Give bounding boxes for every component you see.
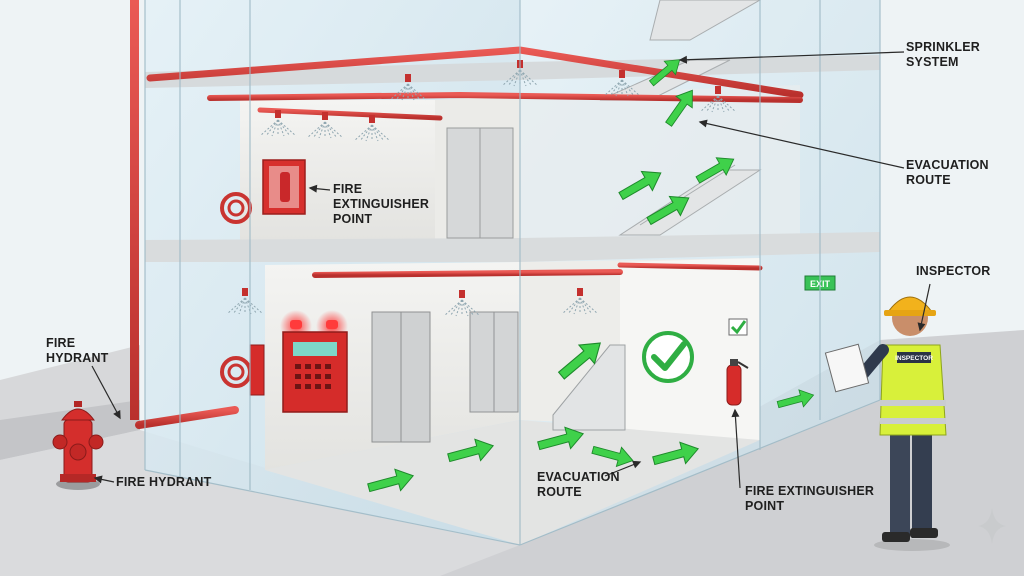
glass-frames	[144, 0, 881, 546]
fire-alarm-panel	[249, 310, 348, 413]
upper-stair-shaft	[520, 85, 800, 240]
leader-arrowhead	[678, 55, 688, 64]
checkmark-icon	[642, 331, 694, 383]
upper-elevator	[446, 127, 514, 239]
sprinkler-head-icon	[443, 290, 481, 317]
sparkle-icon	[978, 508, 1006, 544]
leader-arrowhead	[698, 119, 708, 128]
label-fire-extinguisher-point-upper: FIRE EXTINGUISHER POINT	[333, 182, 429, 227]
route-arrow-icon	[776, 389, 815, 409]
label-fire-hydrant-left: FIRE HYDRANT	[46, 336, 109, 366]
leader-arrowhead	[113, 410, 121, 420]
leader-arrowhead	[731, 408, 740, 418]
route-arrow-icon	[695, 157, 735, 184]
leader-line	[734, 409, 741, 489]
route-arrow-icon	[618, 170, 662, 201]
extinguisher-cabinet	[262, 159, 306, 215]
label-line: EXTINGUISHER	[333, 197, 430, 211]
callout-leader-lines	[91, 51, 931, 489]
lower-elevator-right	[469, 311, 519, 413]
label-fire-extinguisher-point-lower: FIRE EXTINGUISHER POINT	[745, 484, 874, 514]
label-evacuation-route-upper: EVACUATION ROUTE	[906, 158, 989, 188]
route-arrow-icon	[367, 468, 415, 493]
route-arrow-icon	[648, 59, 681, 87]
leader-arrowhead	[93, 475, 103, 484]
small-checkmark-icon	[728, 318, 748, 336]
label-line: FIRE	[46, 336, 76, 350]
vest-label: INSPECTOR	[895, 355, 933, 362]
sprinkler-head-icon	[603, 70, 641, 97]
sprinkler-head-icon	[389, 74, 427, 101]
label-line: EVACUATION	[906, 158, 989, 172]
label-line: INSPECTOR	[916, 264, 991, 278]
route-arrow-icon	[591, 445, 634, 468]
standpipe-left	[130, 0, 139, 420]
route-arrow-icon	[665, 89, 693, 127]
leader-arrowhead	[308, 184, 318, 193]
label-line: SPRINKLER	[906, 40, 981, 54]
label-line: ROUTE	[537, 485, 582, 499]
lower-elevator-left	[371, 311, 431, 443]
sprinkler-head-icon	[353, 115, 391, 142]
sprinkler-head-icon	[306, 112, 344, 139]
leader-arrowhead	[917, 322, 926, 332]
label-line: FIRE EXTINGUISHER	[745, 484, 875, 498]
leader-line	[679, 51, 905, 61]
label-line: ROUTE	[906, 173, 951, 187]
label-sprinkler-system: SPRINKLER SYSTEM	[906, 40, 980, 70]
label-evacuation-route-lower: EVACUATION ROUTE	[537, 470, 620, 500]
label-line: POINT	[745, 499, 785, 513]
route-arrow-icon	[646, 195, 690, 226]
route-arrow-icon	[652, 441, 700, 466]
leader-line	[699, 121, 905, 169]
leader-line	[919, 283, 931, 331]
label-line: FIRE HYDRANT	[116, 475, 212, 489]
leader-arrowhead	[632, 460, 642, 469]
label-line: EVACUATION	[537, 470, 620, 484]
leader-line	[91, 365, 121, 419]
route-arrow-icon	[447, 438, 495, 463]
label-inspector: INSPECTOR	[916, 264, 991, 279]
sprinkler-head-icon	[259, 110, 297, 137]
sprinkler-head-icon	[561, 288, 599, 315]
second-floor-slab	[145, 232, 880, 262]
sprinkler-head-icon	[699, 86, 737, 113]
ground-floor-slab	[265, 420, 760, 545]
wall-extinguisher	[726, 359, 749, 406]
inspector-figure: INSPECTOR	[824, 296, 950, 551]
label-fire-hydrant-bottom: FIRE HYDRANT	[116, 475, 211, 490]
fire-hydrant	[52, 401, 104, 490]
route-arrow-icon	[557, 342, 601, 380]
label-line: SYSTEM	[906, 55, 959, 69]
sprinkler-heads	[226, 60, 737, 317]
label-line: FIRE	[333, 182, 363, 196]
lower-staircase	[552, 344, 626, 431]
label-line: POINT	[333, 212, 373, 226]
ground-front	[0, 430, 520, 576]
evacuation-arrows	[367, 59, 815, 493]
label-line: HYDRANT	[46, 351, 109, 365]
route-arrow-icon	[537, 426, 585, 451]
sprinkler-head-icon	[226, 288, 264, 315]
